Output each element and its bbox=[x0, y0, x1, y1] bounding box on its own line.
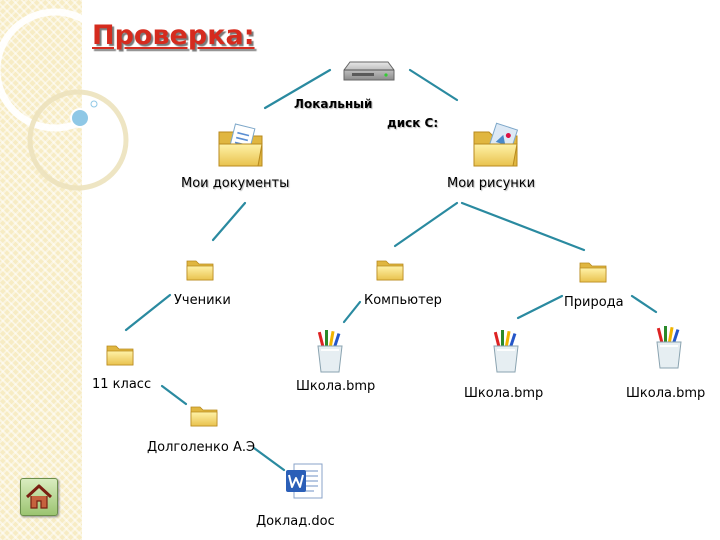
connector-documents-students bbox=[211, 201, 247, 242]
connector-root-pictures bbox=[408, 68, 459, 102]
computer-folder-label: Компьютер bbox=[364, 293, 442, 308]
person-folder-label: Долголенко А.Э bbox=[147, 440, 256, 455]
paint-file-icon bbox=[655, 326, 682, 369]
root-label-line1: Локальный bbox=[294, 97, 373, 111]
home-icon bbox=[25, 484, 53, 509]
root-label-line2: диск С: bbox=[387, 116, 439, 130]
school-file-label: Школа.bmp bbox=[626, 386, 706, 401]
connector-students-class11 bbox=[124, 293, 172, 332]
nature-folder-label: Природа bbox=[564, 295, 624, 310]
school-file-label: Школа.bmp bbox=[464, 386, 544, 401]
connector-nature-school2 bbox=[516, 294, 564, 320]
slide-title: Проверка: bbox=[92, 20, 255, 51]
hard-drive-icon bbox=[343, 61, 395, 81]
pictures-folder-icon bbox=[473, 122, 519, 167]
folder-icon bbox=[190, 406, 218, 427]
documents-folder-icon bbox=[218, 123, 263, 167]
connector-person-report bbox=[252, 446, 286, 472]
decorative-circles bbox=[0, 8, 129, 191]
connector-pictures-computer bbox=[393, 201, 459, 248]
connector-pictures-nature bbox=[460, 201, 586, 252]
folder-icon bbox=[186, 260, 214, 281]
paint-file-icon bbox=[492, 330, 519, 373]
connector-class11-person bbox=[160, 384, 188, 406]
word-document-icon bbox=[286, 463, 323, 499]
class11-folder-label: 11 класс bbox=[92, 377, 152, 392]
my-documents-label: Мои документы bbox=[181, 176, 290, 191]
connector-nature-school3 bbox=[630, 294, 658, 314]
my-pictures-label: Мои рисунки bbox=[447, 176, 536, 191]
decorative-side-band bbox=[0, 0, 82, 540]
folder-icon bbox=[106, 345, 134, 366]
folder-icon bbox=[579, 262, 607, 283]
paint-file-icon bbox=[316, 330, 343, 373]
school-file-label: Школа.bmp bbox=[296, 379, 376, 394]
connector-computer-school1 bbox=[342, 300, 362, 324]
report-file-label: Доклад.doc bbox=[256, 514, 335, 529]
folder-icon bbox=[376, 260, 404, 281]
connector-lines bbox=[124, 68, 658, 472]
students-folder-label: Ученики bbox=[174, 293, 231, 308]
connector-root-documents bbox=[263, 68, 332, 110]
home-button[interactable] bbox=[20, 478, 58, 516]
